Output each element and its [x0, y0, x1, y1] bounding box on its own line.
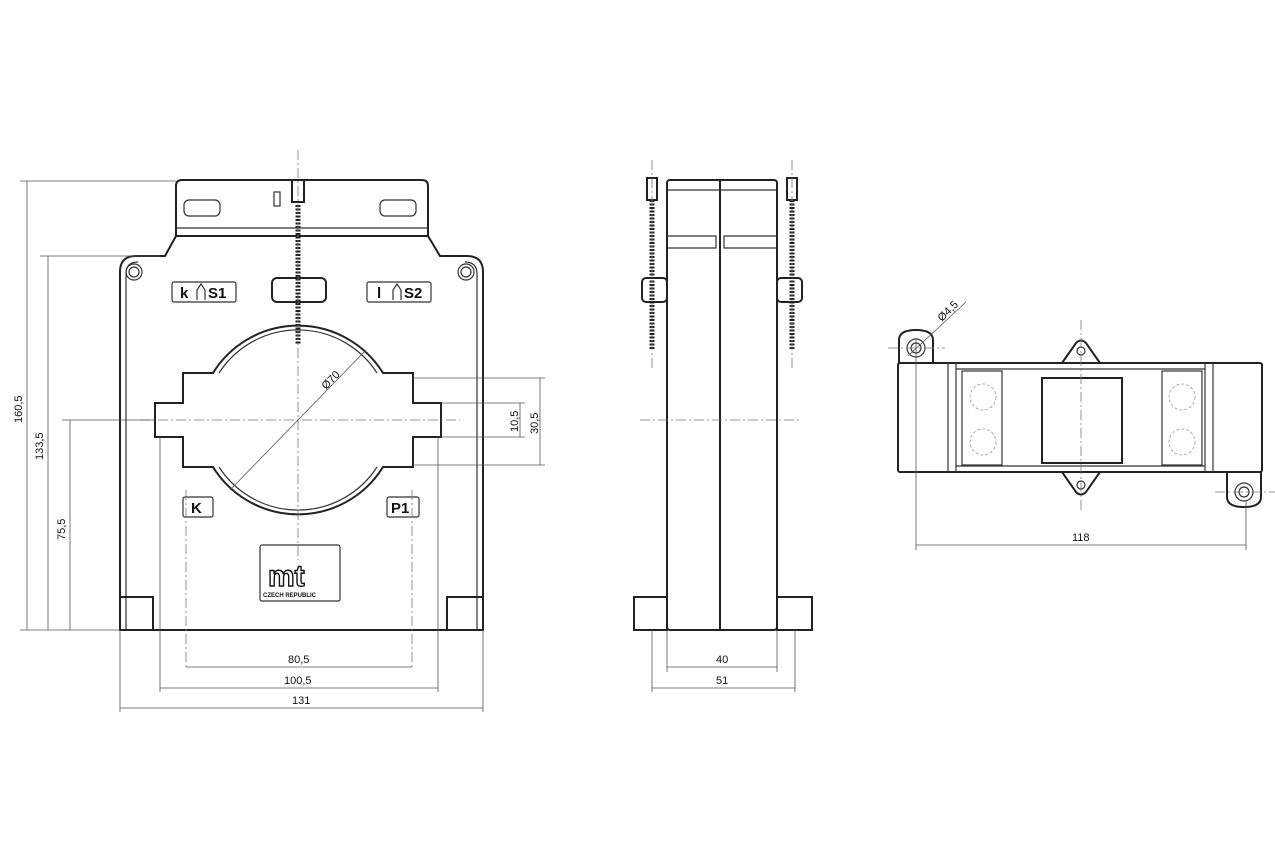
- top-body: [897, 362, 1263, 473]
- dim-width-window: 100,5: [284, 675, 312, 687]
- mounting-hole-right: [457, 263, 475, 281]
- terminal-cover-seal: [273, 191, 281, 207]
- side-foot-left: [633, 596, 668, 631]
- marking-l-s2: l S2: [366, 281, 432, 303]
- dim-height-body: 133,5: [34, 432, 46, 460]
- dim-height-center: 75,5: [56, 519, 68, 540]
- dim-window-diameter: Ø70: [320, 369, 343, 392]
- transformer-body: [119, 235, 484, 631]
- svg-text:CZECH REPUBLIC: CZECH REPUBLIC: [263, 593, 317, 599]
- mounting-slot-right: [379, 199, 417, 217]
- mounting-hole-left: [125, 263, 143, 281]
- bottom-tab: [1061, 471, 1101, 496]
- front-view: k S1 l S2 K P1 mt CZECH REPUBLIC: [13, 150, 545, 712]
- dim-step-height: 30,5: [529, 413, 541, 434]
- mounting-ear-left: [898, 328, 934, 363]
- primary-window: [154, 324, 442, 516]
- manufacturer-logo: mt CZECH REPUBLIC: [259, 544, 341, 602]
- dim-width-total: 131: [292, 695, 310, 707]
- foot-left: [119, 596, 154, 631]
- mounting-ear-right: [1226, 472, 1262, 509]
- terminal-block-right: [1161, 370, 1203, 466]
- screw-nut: [271, 277, 327, 303]
- svg-text:S1: S1: [208, 285, 226, 302]
- side-body: [666, 179, 778, 631]
- foot-right: [446, 596, 484, 631]
- dim-depth-total: 51: [716, 675, 728, 687]
- dim-hole-diameter: Ø4,5: [936, 299, 961, 324]
- marking-k-s1: k S1: [171, 281, 237, 303]
- svg-text:mt: mt: [268, 560, 305, 593]
- mounting-slot-left: [183, 199, 221, 217]
- svg-text:K: K: [191, 500, 202, 517]
- svg-text:P1: P1: [391, 500, 409, 517]
- dim-depth-body: 40: [716, 654, 728, 666]
- label-plate: [1041, 377, 1123, 464]
- terminal-block-left: [961, 370, 1003, 466]
- svg-text:k: k: [180, 285, 189, 302]
- top-view: 118 Ø4,5: [888, 299, 1275, 550]
- side-view: 40 51: [633, 160, 813, 692]
- top-bracket: [175, 179, 429, 237]
- marking-p1: P1: [386, 496, 420, 518]
- svg-text:S2: S2: [404, 285, 422, 302]
- dim-height-total: 160,5: [13, 395, 25, 423]
- dim-mount-spacing: 118: [1072, 532, 1090, 544]
- side-foot-right: [776, 596, 813, 631]
- dim-width-inner: 80,5: [288, 654, 309, 666]
- marking-k: K: [182, 496, 214, 518]
- dim-slot-height: 10,5: [509, 411, 521, 432]
- svg-text:l: l: [377, 285, 381, 302]
